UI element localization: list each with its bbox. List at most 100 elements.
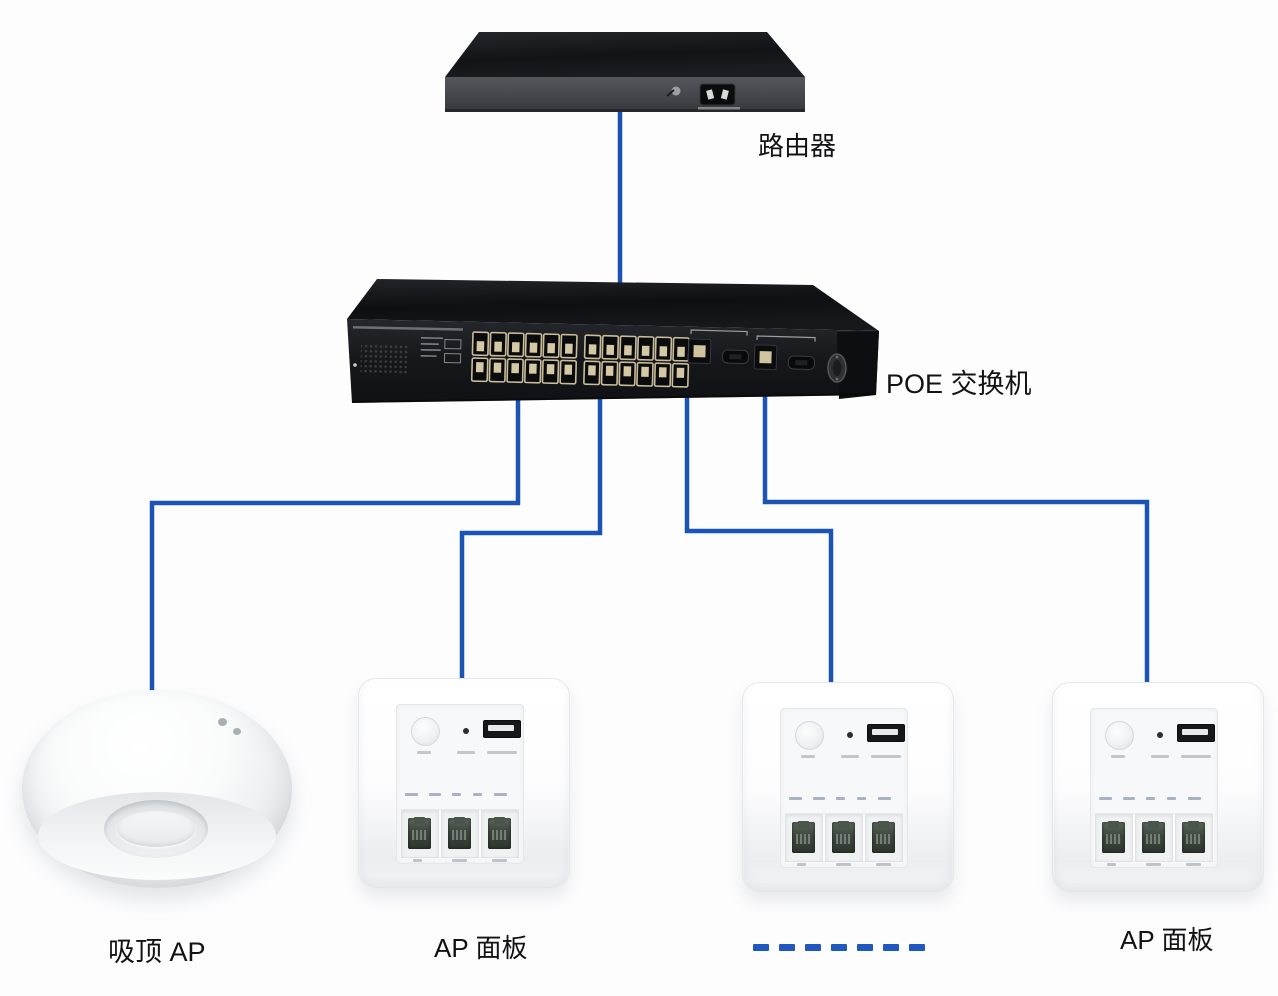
- panel-label-mark: [487, 751, 517, 754]
- panel-jack-label: [1107, 863, 1116, 866]
- switch-rj45-contacts: [641, 345, 650, 356]
- uplink2-bracket: [756, 335, 816, 342]
- uplink2-sfp-opening: [795, 360, 808, 366]
- panel-jack-label: [797, 863, 806, 866]
- panel-port-label: [857, 797, 866, 800]
- panel-jack-label: [1186, 863, 1201, 866]
- rj45-jack: [792, 821, 815, 853]
- wall-ap-panel-2: [742, 682, 954, 892]
- router-print-text: [698, 107, 740, 110]
- router-device: [445, 32, 805, 112]
- panel-wps-button: [795, 721, 824, 750]
- panel-jack-cell: [1175, 814, 1213, 862]
- ceiling-ap-center-dome: [117, 811, 195, 847]
- panel-jack-label: [1146, 863, 1161, 866]
- ellipsis-dash: [883, 944, 899, 951]
- switch-rj45-contacts: [547, 343, 556, 354]
- switch-rj45-contacts: [564, 343, 573, 354]
- switch-top-face: [347, 279, 879, 331]
- panel-usb-port: [1177, 724, 1215, 742]
- panel-plate: [1090, 708, 1218, 868]
- ceiling-ap-center-ring: [104, 800, 208, 858]
- switch-rj45-contacts: [624, 345, 632, 356]
- switch-rj45-contacts: [658, 367, 667, 378]
- switch-rj45-contacts: [659, 346, 668, 357]
- panel-label-mark: [417, 751, 431, 754]
- panel-jack-label: [876, 863, 891, 866]
- panel-jack-cell: [401, 810, 439, 858]
- panel-label-mark: [841, 755, 859, 758]
- switch-vent-grid: [360, 343, 409, 376]
- ellipsis-dash: [857, 944, 873, 951]
- switch-rj45-contacts: [677, 346, 685, 357]
- switch-bottom-edge: [351, 393, 877, 403]
- switch-rj45-contacts: [511, 342, 520, 353]
- switch-rj45-contacts: [676, 367, 685, 378]
- wire-poe_switch-to-wall_ap_1: [459, 374, 603, 700]
- panel-label-mark: [871, 755, 901, 758]
- panel-reset-hole: [847, 732, 853, 738]
- switch-rj45-contacts: [546, 364, 555, 375]
- rj45-jack: [1182, 821, 1205, 853]
- panel-label-mark: [1181, 755, 1211, 758]
- switch-rj45-contacts: [588, 344, 597, 355]
- ellipsis-dash: [805, 944, 821, 951]
- panel-plate: [780, 708, 908, 868]
- panel-port-label: [494, 793, 507, 796]
- panel-port-label: [1123, 797, 1135, 800]
- switch-rj45-contacts: [605, 365, 614, 376]
- panel-plate: [396, 704, 524, 864]
- panel-jack-cell: [865, 814, 903, 862]
- ceiling-ap-label: 吸顶 AP: [108, 937, 206, 967]
- switch-uplink-group-1: [687, 329, 749, 365]
- switch-led-legend: [420, 337, 462, 364]
- panel-usb-port: [867, 724, 905, 742]
- ellipsis-dash: [909, 944, 925, 951]
- panel-jack-zone: [1095, 813, 1213, 862]
- ellipsis-dash: [753, 944, 769, 951]
- router-power-inlet: [699, 83, 736, 106]
- rj45-jack: [1102, 821, 1125, 853]
- ceiling-ap-led-2: [233, 728, 241, 735]
- uplink2-rj45-contacts: [759, 351, 772, 364]
- panel-jack-cell: [1135, 814, 1173, 862]
- panel-label-mark: [801, 755, 815, 758]
- poe-switch-label: POE 交换机: [886, 369, 1032, 399]
- router-top-face: [445, 32, 805, 77]
- panel-port-label: [473, 793, 482, 796]
- panel-reset-hole: [1157, 732, 1163, 738]
- switch-rj45-contacts: [588, 365, 596, 376]
- switch-power-led: [353, 363, 357, 367]
- switch-rj45-contacts: [493, 362, 502, 373]
- switch-console-port: [827, 353, 847, 383]
- switch-rj45-contacts: [529, 342, 538, 353]
- wall-ap-panel-3: [1052, 682, 1264, 892]
- panel-port-label: [836, 797, 845, 800]
- panel-port-label: [1146, 797, 1155, 800]
- rj45-jack: [832, 821, 855, 853]
- panel-wps-button: [411, 717, 440, 746]
- wire-poe_switch-to-wall_ap_2: [684, 378, 834, 702]
- wall-ap-panel-1-label: AP 面板: [434, 933, 528, 963]
- panel-usb-port: [483, 720, 521, 738]
- ellipsis-dashes: [753, 944, 935, 951]
- switch-uplink-group-2: [753, 335, 816, 371]
- uplink1-sfp-opening: [729, 354, 742, 360]
- panel-port-label: [789, 797, 802, 800]
- rj45-jack: [408, 817, 431, 849]
- panel-jack-label: [452, 859, 467, 862]
- panel-reset-hole: [463, 728, 469, 734]
- panel-jack-zone: [401, 809, 519, 858]
- switch-rj45-contacts: [476, 341, 485, 352]
- ellipsis-dash: [779, 944, 795, 951]
- panel-port-label: [452, 793, 461, 796]
- panel-port-label: [1188, 797, 1201, 800]
- switch-ports-group: [470, 331, 690, 388]
- panel-wps-button: [1105, 721, 1134, 750]
- ceiling-ap-led-1: [218, 718, 227, 726]
- switch-brand-text: [352, 326, 463, 331]
- ellipsis-dash: [831, 944, 847, 951]
- panel-jack-zone: [785, 813, 903, 862]
- wall-ap-panel-3-label: AP 面板: [1120, 925, 1214, 955]
